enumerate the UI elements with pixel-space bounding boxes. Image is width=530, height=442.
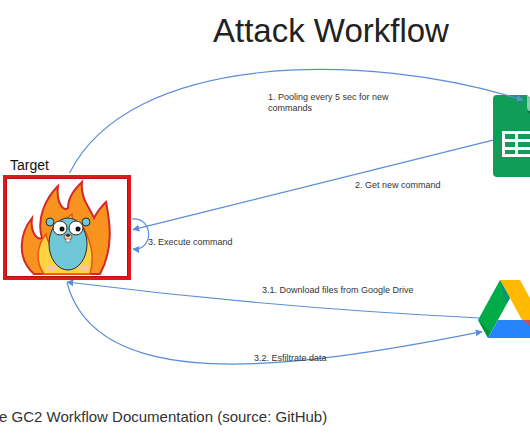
sheets-icon xyxy=(493,95,530,177)
flow-arrow xyxy=(67,283,482,364)
edge-label: 1. Pooling every 5 sec for new commands xyxy=(268,92,400,114)
sheets-node xyxy=(493,95,530,177)
drive-icon xyxy=(478,280,530,356)
flow-arrow xyxy=(133,140,493,230)
gopher-flames-illustration xyxy=(6,178,128,277)
edge-label: 2. Get new command xyxy=(355,180,441,191)
edge-label: 3. Execute command xyxy=(148,237,233,248)
edge-label: 3.2. Esfiltrate data xyxy=(254,353,327,364)
node-label: Target xyxy=(10,157,49,174)
drive-node xyxy=(478,280,530,356)
flow-arrow xyxy=(70,69,523,173)
flow-arrow xyxy=(132,219,149,249)
diagram-caption: e GC2 Workflow Documentation (source: Gi… xyxy=(0,408,327,426)
edge-label: 3.1. Download files from Google Drive xyxy=(262,285,414,296)
diagram-title: Attack Workflow xyxy=(213,12,449,50)
target-box: Target xyxy=(3,175,131,280)
flow-arrow xyxy=(67,282,480,318)
